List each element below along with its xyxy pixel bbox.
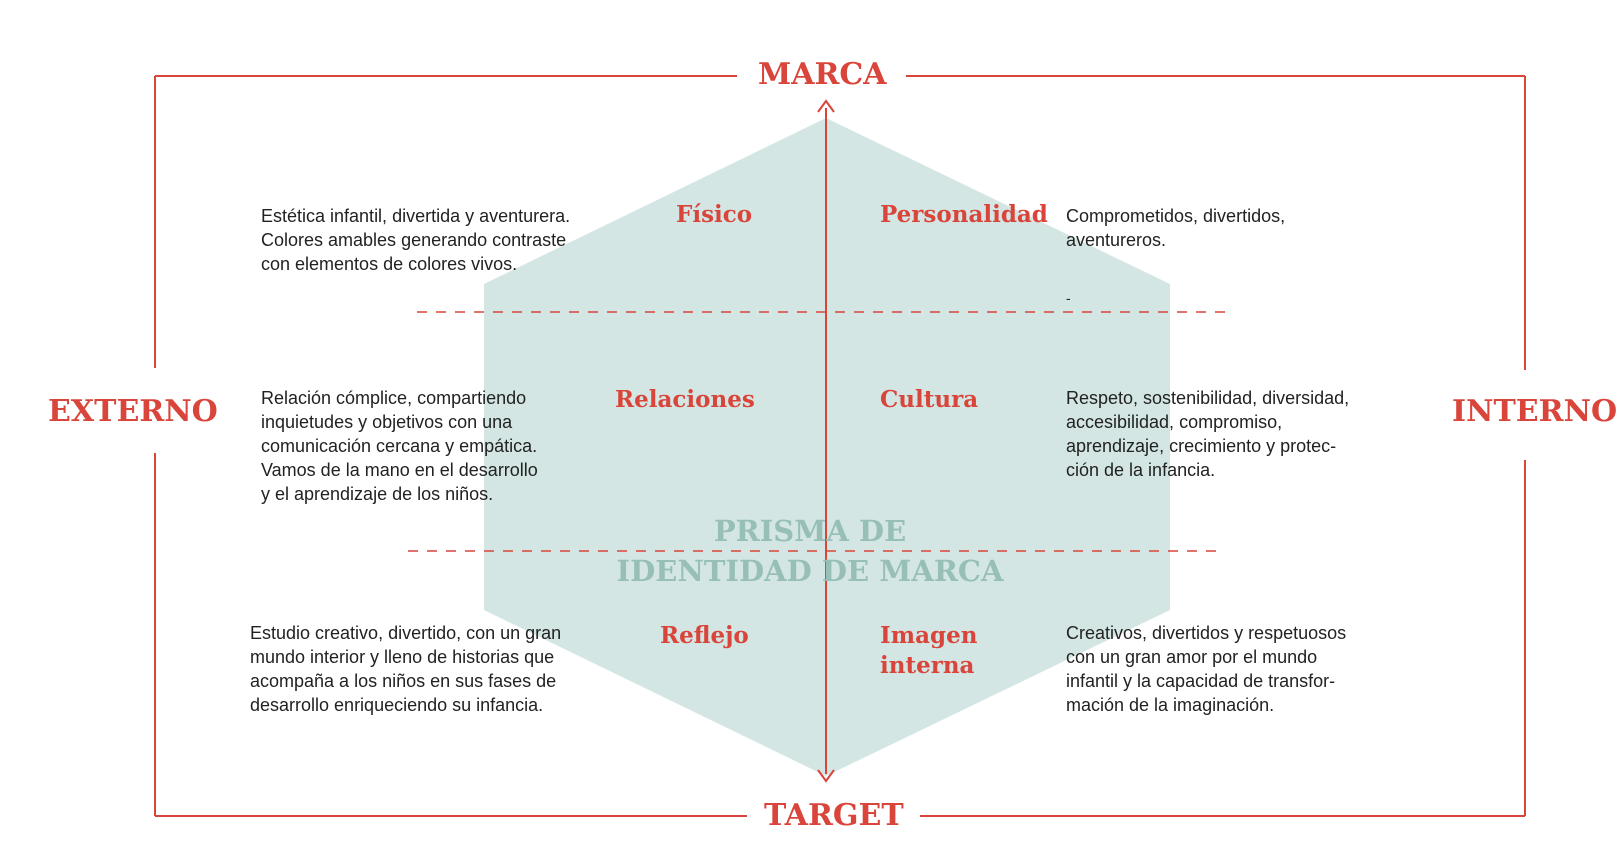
description-line: Estudio creativo, divertido, con un gran — [250, 623, 562, 643]
description-line: comunicación cercana y empática. — [261, 436, 538, 456]
description-line: aventureros. — [1066, 230, 1167, 250]
description-reflejo: Estudio creativo, divertido, con un gran… — [250, 621, 561, 717]
description-line: aprendizaje, crecimiento y protec- — [1066, 436, 1337, 456]
description-line: Colores amables generando contraste — [261, 230, 567, 250]
dimension-label-fisico: Físico — [676, 201, 753, 228]
description-line: con un gran amor por el mundo — [1066, 647, 1318, 667]
prism-title: PRISMA DE IDENTIDAD DE MARCA — [560, 511, 1060, 591]
description-relaciones: Relación cómplice, compartiendo inquietu… — [261, 386, 538, 506]
axis-label-bottom: TARGET — [764, 798, 904, 833]
dimension-label-personalidad: Personalidad — [880, 201, 1048, 228]
description-line: Estética infantil, divertida y aventurer… — [261, 206, 571, 226]
vertical-axis-arrow — [817, 99, 835, 783]
description-line: desarrollo enriqueciendo su infancia. — [250, 695, 544, 715]
dimension-label-reflejo: Reflejo — [660, 622, 749, 649]
arrow-head-up — [817, 99, 835, 113]
description-line: acompaña a los niños en sus fases de — [250, 671, 557, 691]
description-line: Relación cómplice, compartiendo — [261, 388, 527, 408]
description-line: infantil y la capacidad de transfor- — [1066, 671, 1336, 691]
dimension-label-imagen-interna: Imagen interna — [880, 621, 977, 681]
personalidad-stray-mark: - — [1066, 290, 1071, 306]
axis-label-right: INTERNO — [1452, 394, 1618, 429]
prism-title-line-1: PRISMA DE — [713, 514, 907, 548]
description-imagen-interna: Creativos, divertidos y respetuosos con … — [1066, 621, 1346, 717]
arrow-head-down — [817, 769, 835, 783]
imagen-interna-label-line-2: interna — [880, 652, 975, 679]
description-personalidad: Comprometidos, divertidos, aventureros. — [1066, 204, 1285, 252]
outer-frame — [154, 75, 1526, 817]
description-line: Respeto, sostenibilidad, diversidad, — [1066, 388, 1350, 408]
description-line: Creativos, divertidos y respetuosos — [1066, 623, 1347, 643]
description-line: mundo interior y lleno de historias que — [250, 647, 555, 667]
description-cultura: Respeto, sostenibilidad, diversidad, acc… — [1066, 386, 1349, 482]
dimension-label-cultura: Cultura — [880, 386, 979, 413]
description-fisico: Estética infantil, divertida y aventurer… — [261, 204, 570, 276]
description-line: con elementos de colores vivos. — [261, 254, 518, 274]
description-line: inquietudes y objetivos con una — [261, 412, 513, 432]
description-line: accesibilidad, compromiso, — [1066, 412, 1283, 432]
description-line: ción de la infancia. — [1066, 460, 1216, 480]
dimension-label-relaciones: Relaciones — [615, 386, 755, 413]
description-line: mación de la imaginación. — [1066, 695, 1275, 715]
description-line: Comprometidos, divertidos, — [1066, 206, 1286, 226]
axis-label-left: EXTERNO — [48, 394, 218, 429]
axis-label-top: MARCA — [758, 57, 887, 92]
description-line: Vamos de la mano en el desarrollo — [261, 460, 538, 480]
imagen-interna-label-line-1: Imagen — [880, 622, 978, 649]
description-line: y el aprendizaje de los niños. — [261, 484, 494, 504]
prism-title-line-2: IDENTIDAD DE MARCA — [616, 554, 1004, 588]
